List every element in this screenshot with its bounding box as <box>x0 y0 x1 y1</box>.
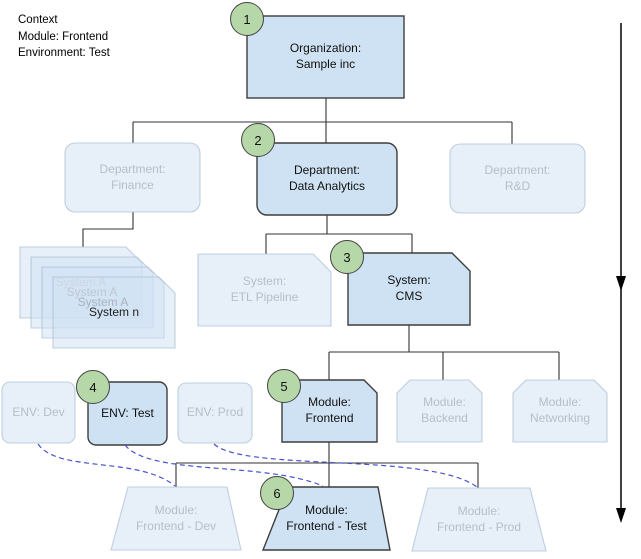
deploy-frontend-prod-trapezoid <box>411 487 547 552</box>
module-backend-card <box>396 379 483 443</box>
department-finance-box <box>64 142 201 213</box>
module-networking-card <box>512 379 608 443</box>
tree-frontend-to-deployments <box>175 442 479 488</box>
context-title: Context <box>18 14 58 26</box>
context-module: Module: Frontend <box>18 30 109 43</box>
context-environment: Environment: Test <box>18 47 110 60</box>
env-prod-deploy-link <box>213 443 478 488</box>
step-circle-3: 3 <box>330 240 364 274</box>
tree-finance-to-system-stack <box>82 212 134 247</box>
step-circle-5: 5 <box>267 369 301 403</box>
step-circle-4: 4 <box>76 370 110 404</box>
tree-cms-to-modules <box>328 325 560 380</box>
env-prod-box <box>177 382 253 444</box>
step-circle-6: 6 <box>260 476 294 510</box>
env-test-box <box>87 381 168 446</box>
system-stack-card-4 <box>52 276 176 349</box>
deploy-frontend-test-trapezoid <box>261 486 391 551</box>
step-circle-1: 1 <box>230 2 264 36</box>
system-cms-card <box>347 252 471 326</box>
tree-dataanalytics-to-systems <box>265 215 413 254</box>
deploy-frontend-dev-trapezoid <box>110 486 242 551</box>
department-rd-box <box>449 143 586 214</box>
system-etl-card <box>197 253 332 327</box>
tree-org-to-departments <box>132 98 513 144</box>
env-dev-box <box>1 381 76 444</box>
context-block: Context Module: Frontend Environment: Te… <box>18 12 110 62</box>
organization-box <box>246 15 405 99</box>
flow-direction-arrow <box>616 23 626 523</box>
env-dev-deploy-link <box>37 443 176 487</box>
step-circle-2: 2 <box>241 123 275 157</box>
env-test-deploy-link <box>124 444 324 487</box>
department-data-analytics-box <box>256 142 398 216</box>
